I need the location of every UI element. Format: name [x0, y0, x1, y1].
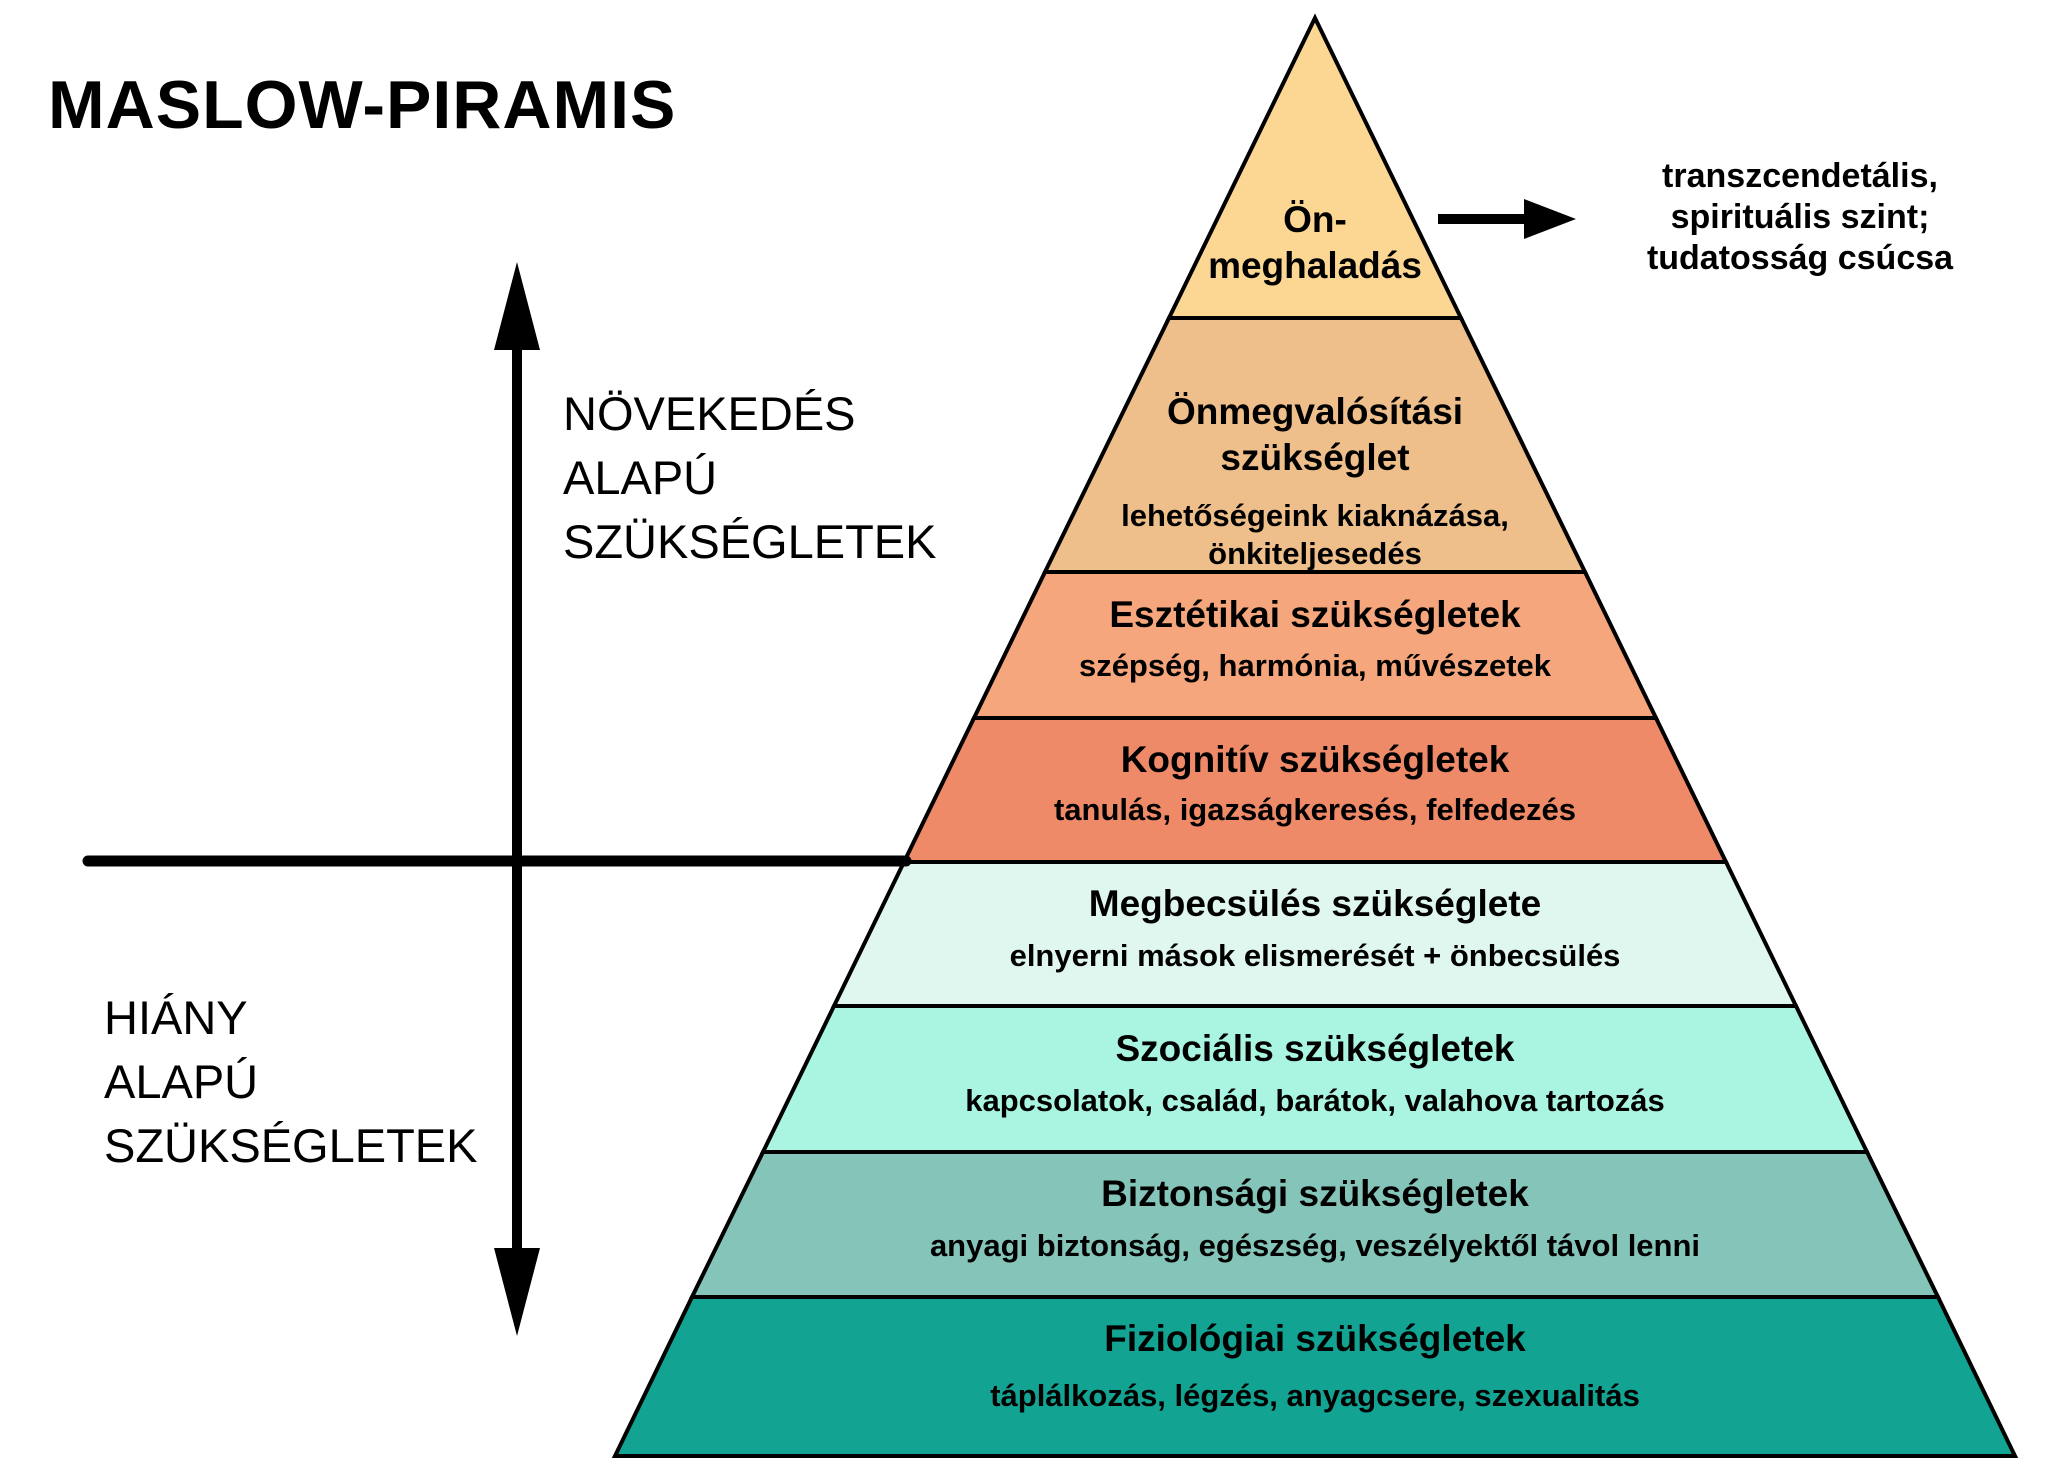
axis-down-arrowhead-icon	[494, 1248, 540, 1336]
growth-deficiency-axis-arrow	[494, 262, 540, 1336]
deficiency-needs-label-line1: HIÁNY	[104, 991, 248, 1044]
level-onmegvalositasi-subtitle-line2: önkiteljesedés	[1208, 536, 1422, 571]
level-fiziologiai-title: Fiziológiai szükségletek	[1104, 1318, 1526, 1359]
level-kognitiv-title: Kognitív szükségletek	[1120, 739, 1510, 780]
page-title: MASLOW-PIRAMIS	[48, 67, 677, 143]
level-onmeghaladas-title-line1: Ön-	[1283, 199, 1347, 240]
transcendence-annotation: transzcendetális, spirituális szint; tud…	[1595, 156, 2005, 279]
level-megbecsules-title: Megbecsülés szükséglete	[1088, 883, 1542, 924]
level-esztetikai-subtitle: szépség, harmónia, művészetek	[1078, 648, 1552, 683]
level-szocialis-title: Szociális szükségletek	[1115, 1028, 1515, 1069]
growth-needs-label-line1: NÖVEKEDÉS	[563, 387, 856, 440]
level-onmegvalositasi-subtitle-line1: lehetőségeink kiaknázása,	[1121, 498, 1509, 533]
level-onmegvalositasi-subtitle: lehetőségeink kiaknázása, önkiteljesedés	[765, 497, 1865, 573]
growth-needs-label-line3: SZÜKSÉGLETEK	[563, 515, 937, 568]
axis-up-arrowhead-icon	[494, 262, 540, 350]
transcendence-arrow-icon	[1438, 199, 1576, 239]
transcendence-annotation-line2: spirituális szint;	[1670, 198, 1930, 236]
pyramid-level-onmeghaladas	[1165, 13, 1465, 320]
growth-needs-label-line2: ALAPÚ	[563, 451, 718, 504]
level-fiziologiai-subtitle: táplálkozás, légzés, anyagcsere, szexual…	[990, 1378, 1640, 1413]
deficiency-needs-label-line2: ALAPÚ	[104, 1055, 259, 1108]
deficiency-needs-label: HIÁNY ALAPÚ SZÜKSÉGLETEK	[104, 986, 478, 1178]
pyramid	[611, 13, 2019, 1458]
level-onmegvalositasi-title: Önmegvalósítási szükséglet	[765, 389, 1865, 481]
transcendence-annotation-line3: tudatosság csúcsa	[1646, 239, 1954, 277]
level-onmegvalositasi-title-line1: Önmegvalósítási	[1166, 391, 1464, 432]
level-szocialis-subtitle: kapcsolatok, család, barátok, valahova t…	[965, 1083, 1665, 1118]
level-megbecsules-subtitle: elnyerni mások elismerését + önbecsülés	[1009, 938, 1621, 973]
level-esztetikai-title: Esztétikai szükségletek	[1109, 594, 1521, 635]
deficiency-needs-label-line3: SZÜKSÉGLETEK	[104, 1119, 478, 1172]
level-onmegvalositasi-title-line2: szükséglet	[1220, 437, 1410, 478]
level-kognitiv-subtitle: tanulás, igazságkeresés, felfedezés	[1053, 792, 1577, 827]
transcendence-annotation-line1: transzcendetális,	[1662, 157, 1938, 195]
level-biztonsagi-title: Biztonsági szükségletek	[1101, 1173, 1529, 1214]
level-onmeghaladas-title-line2: meghaladás	[1208, 245, 1422, 286]
growth-needs-label: NÖVEKEDÉS ALAPÚ SZÜKSÉGLETEK	[563, 382, 937, 574]
level-biztonsagi-subtitle: anyagi biztonság, egészség, veszélyektől…	[929, 1228, 1701, 1263]
level-onmeghaladas-title: Ön- meghaladás	[765, 197, 1865, 289]
